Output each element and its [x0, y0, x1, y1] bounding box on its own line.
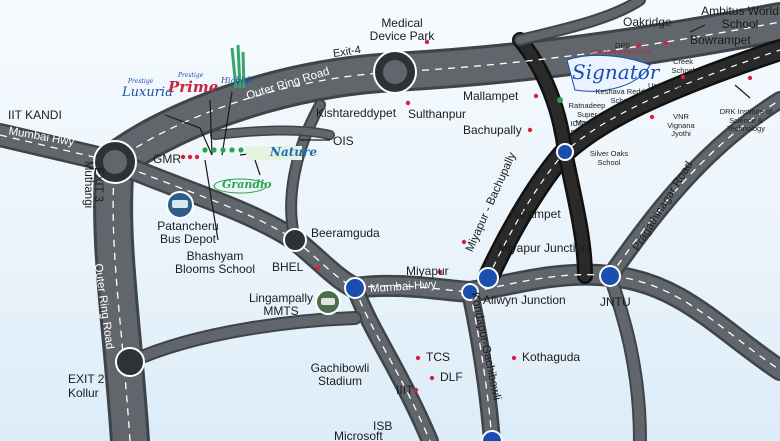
label-lingampally: Lingampally MMTS — [248, 291, 314, 318]
miyapur-junction-marker — [477, 267, 499, 289]
label-bachupally: Bachupally — [463, 123, 522, 137]
label-medical-device-park: Medical Device Park — [369, 16, 435, 43]
label-miyapur: Miyapur — [406, 264, 449, 278]
label-drk: DRK Institute of Science & Technology — [719, 107, 773, 133]
logo-signature: Signator — [572, 60, 660, 84]
label-keshava-reddy: Keshava Reddy School — [595, 87, 649, 105]
label-dps: DPS — [615, 41, 631, 50]
logo-luxuria-brand: Prestige — [128, 78, 154, 85]
logo-prime: Prime — [168, 78, 219, 96]
label-ambitus: Ambitus World School — [701, 4, 779, 31]
label-jntu: JNTU — [600, 295, 631, 309]
beeramguda-junction — [283, 228, 307, 252]
label-vnr: VNR Vignana Jyothi — [667, 112, 695, 138]
logo-signature-brand: APR MUKKA PRESTIGE — [590, 50, 652, 56]
label-beeramguda: Beeramguda — [311, 226, 380, 240]
label-nizampet: Nizampet — [510, 207, 561, 221]
label-creek-school: Creek School — [671, 57, 695, 75]
label-patancheru: Patancheru Bus Depot — [157, 219, 219, 246]
label-kothaguda: Kothaguda — [522, 350, 581, 364]
logo-prime-brand: Prestige — [178, 72, 204, 79]
label-exit-2: EXIT 2 — [68, 372, 105, 386]
lingampally-junction — [344, 277, 366, 299]
logo-nature: Nature — [270, 145, 317, 159]
label-dlf: DLF — [440, 370, 463, 384]
label-ratnadeep: Ratnadeep Super Market — [568, 101, 606, 127]
label-isb: ISB — [373, 419, 393, 433]
label-microsoft: Microsoft — [334, 429, 383, 441]
exit-2-roundabout — [115, 347, 145, 377]
label-gachibowli-stadium: Gachibowli Stadium — [310, 361, 370, 388]
label-iit-kandi: IIT KANDI — [8, 108, 62, 122]
label-bhashyam: Bhashyam Blooms School — [174, 249, 256, 276]
label-icici: ICICI Bank — [570, 119, 588, 137]
label-miyapur-junction-1: Miyapur Junction — [498, 241, 589, 255]
label-allwyn-junction: Allwyn Junction — [483, 293, 566, 307]
label-gmr: GMR — [153, 152, 181, 166]
label-iiit: IIIT — [396, 383, 414, 397]
label-sulthanpur: Sulthanpur — [408, 107, 467, 121]
bachupally-junction-marker — [556, 143, 574, 161]
label-kollur: Kollur — [68, 386, 99, 400]
jntu-junction-marker — [599, 265, 621, 287]
label-muthangi: Muthangi — [82, 160, 95, 209]
label-kishtareddypet: Kishtareddypet — [316, 106, 397, 120]
logo-highlife: Highlife — [221, 76, 254, 85]
label-silver-oaks: Silver Oaks School — [589, 149, 629, 167]
logo-grandio: Grandio — [222, 178, 272, 191]
label-ois: OIS — [333, 134, 354, 148]
label-mallampet: Mallampet — [463, 89, 519, 103]
poi-dots — [180, 39, 753, 393]
allwyn-junction-marker — [461, 283, 479, 301]
label-bowrampet: Bowrampet — [690, 33, 751, 47]
logo-luxuria: Luxuria — [122, 85, 173, 100]
label-tcs: TCS — [426, 350, 450, 364]
roundabouts — [93, 50, 417, 377]
label-bhel: BHEL — [272, 260, 304, 274]
label-unicent-school: Unicent School — [648, 81, 699, 90]
label-oakridge: Oakridge — [623, 15, 672, 29]
